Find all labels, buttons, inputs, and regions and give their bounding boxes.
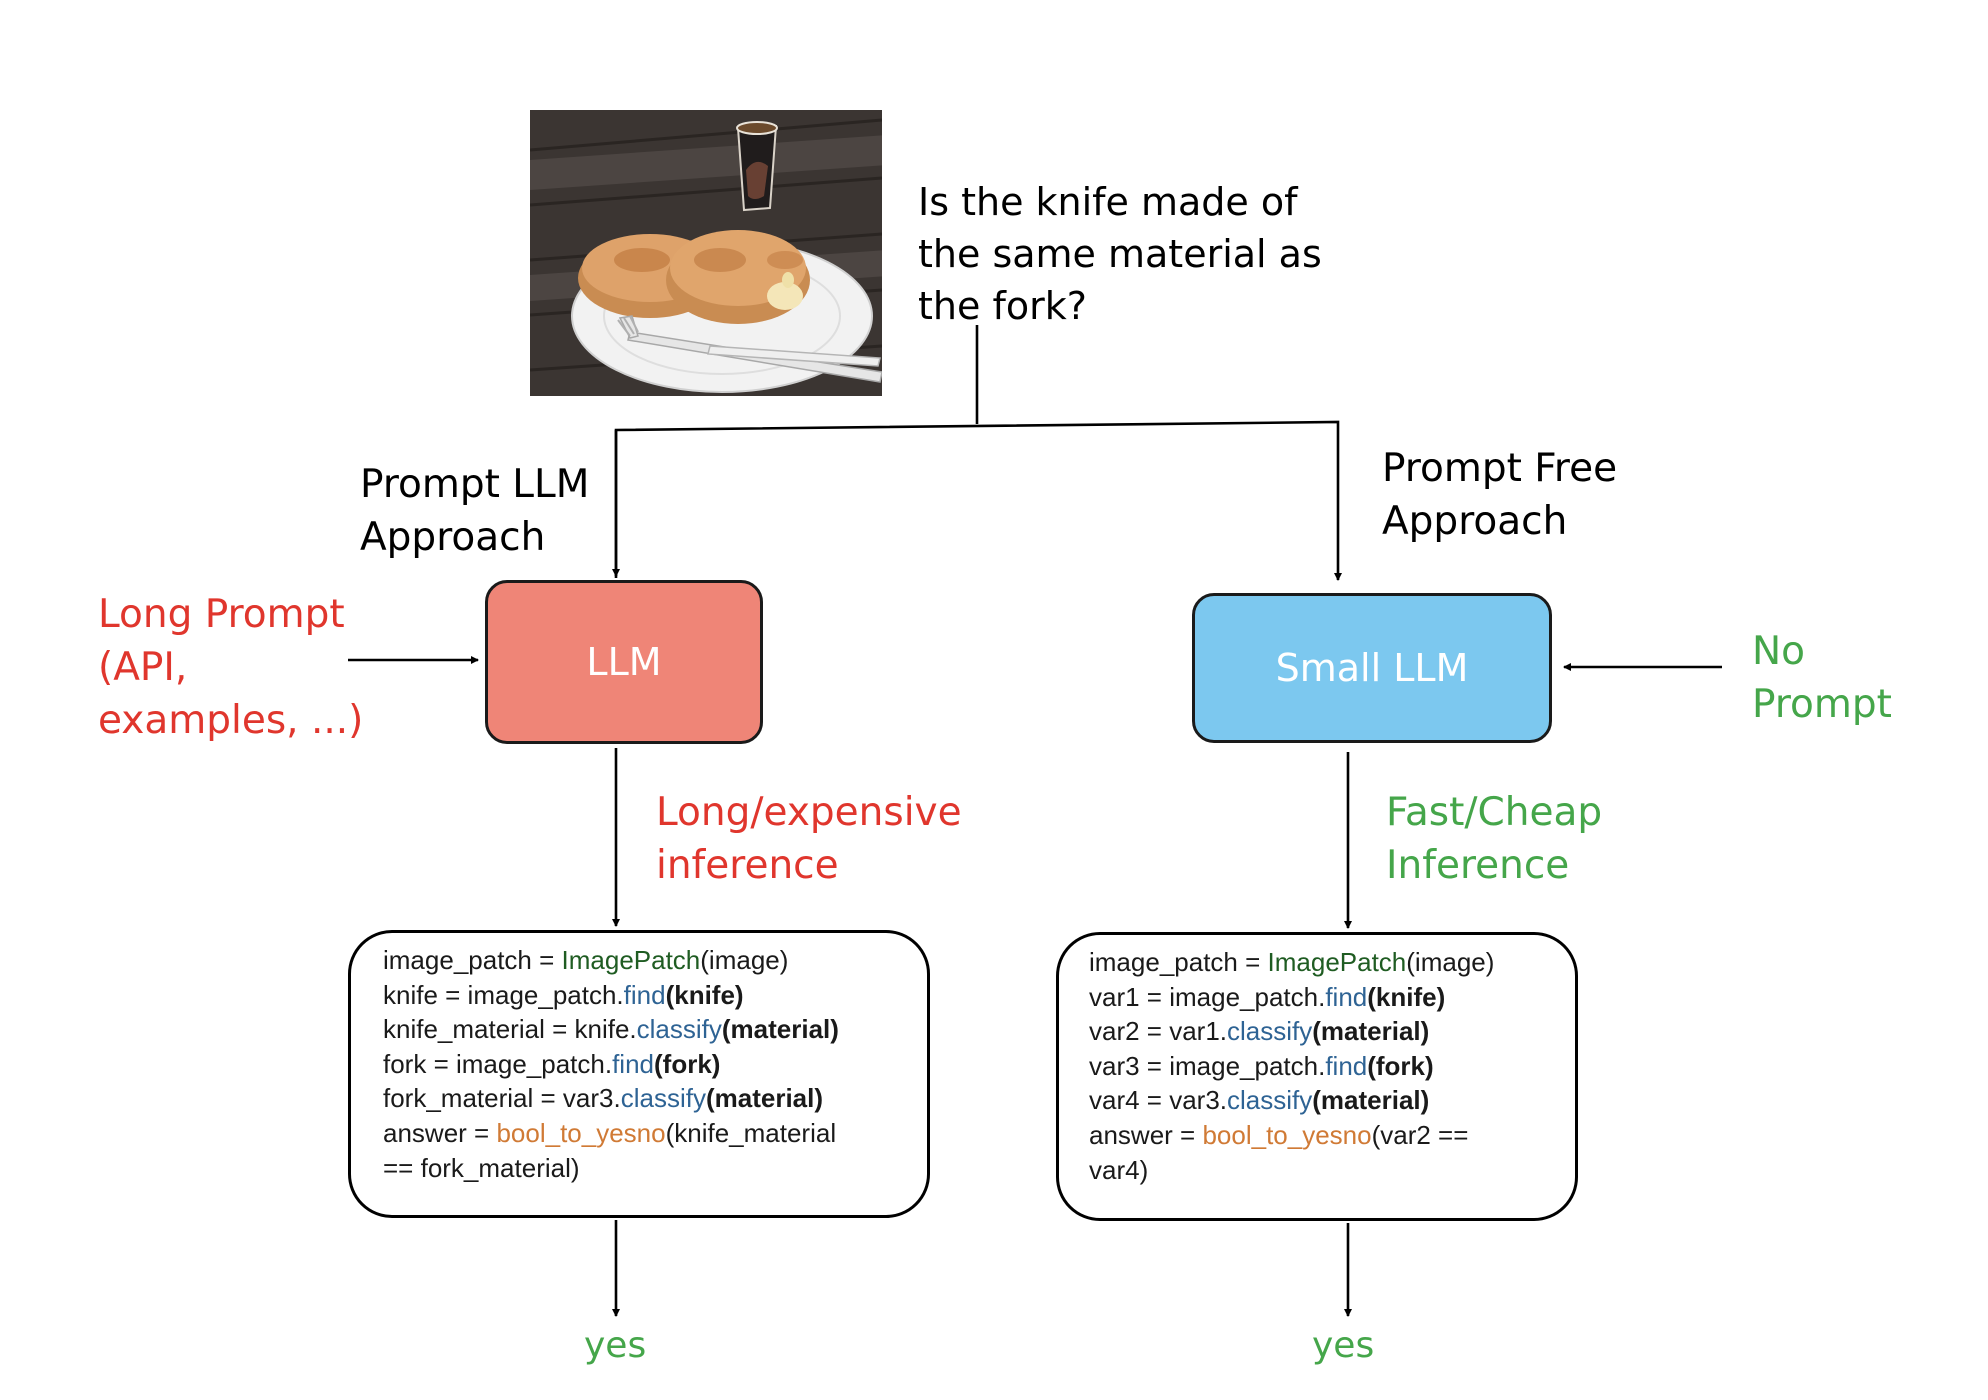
code-token: (fork) (654, 1048, 721, 1079)
code-token: (knife_material (665, 1117, 837, 1148)
code-token: == fork_material) (383, 1152, 580, 1183)
code-token: (fork) (1367, 1050, 1434, 1081)
code-token: var4 = var3. (1089, 1085, 1228, 1116)
code-line: fork_material = var3.classify(material) (383, 1081, 907, 1116)
code-token: classify (1227, 1085, 1313, 1116)
long-prompt-note-line: Long Prompt (98, 592, 345, 637)
code-line: image_patch = ImagePatch(image) (1089, 945, 1561, 980)
code-line: var4) (1089, 1153, 1561, 1188)
cheap-inference-note: Fast/Cheap Inference (1386, 786, 1706, 892)
cheap-inference-note-line: Inference (1386, 843, 1570, 888)
no-prompt-note: No Prompt (1752, 625, 1932, 731)
small-llm-program-box: image_patch = ImagePatch(image)var1 = im… (1056, 932, 1578, 1221)
llm-program-box: image_patch = ImagePatch(image)knife = i… (348, 930, 930, 1218)
code-token: knife = image_patch. (383, 979, 624, 1010)
code-token: classify (1227, 1016, 1313, 1047)
code-line: var1 = image_patch.find(knife) (1089, 980, 1561, 1015)
code-token: (image) (1406, 947, 1495, 977)
llm-box-label: LLM (586, 640, 662, 684)
code-token: fork = image_patch. (383, 1048, 613, 1079)
code-token: (image) (700, 945, 789, 975)
code-line: knife_material = knife.classify(material… (383, 1012, 907, 1047)
code-line: answer = bool_to_yesno(knife_material (383, 1116, 907, 1151)
small-llm-answer: yes (1312, 1325, 1375, 1366)
code-token: find (1325, 981, 1368, 1012)
code-token: classify (636, 1014, 722, 1045)
code-token: (material) (721, 1014, 839, 1045)
question-text: Is the knife made of the same material a… (918, 180, 1322, 328)
code-token: var4) (1089, 1154, 1149, 1185)
code-token: ImagePatch (561, 945, 701, 975)
code-token: find (623, 979, 666, 1010)
code-token: (knife) (665, 979, 744, 1010)
code-token: find (612, 1048, 654, 1079)
expensive-inference-note: Long/expensive inference (656, 786, 976, 892)
code-token: var1 = image_patch. (1089, 981, 1326, 1012)
small-llm-box: Small LLM (1192, 593, 1552, 743)
long-prompt-note: Long Prompt (API, examples, ...) (98, 588, 378, 747)
code-token: classify (620, 1083, 706, 1114)
left-approach-heading-line: Prompt LLM (360, 462, 590, 507)
expensive-inference-note-line: Long/expensive (656, 790, 962, 835)
code-token: answer = (383, 1117, 497, 1148)
llm-box: LLM (485, 580, 763, 744)
code-token: (material) (1312, 1016, 1430, 1047)
long-prompt-note-line: examples, ...) (98, 698, 364, 743)
code-token: fork_material = var3. (383, 1083, 621, 1114)
right-approach-heading: Prompt Free Approach (1382, 442, 1682, 548)
code-line: == fork_material) (383, 1151, 907, 1186)
code-line: var3 = image_patch.find(fork) (1089, 1049, 1561, 1084)
code-token: image_patch = (383, 945, 562, 975)
code-token: (knife) (1367, 981, 1446, 1012)
right-approach-heading-line: Approach (1382, 499, 1568, 544)
code-line: knife = image_patch.find(knife) (383, 978, 907, 1013)
expensive-inference-note-line: inference (656, 843, 839, 888)
code-token: find (1325, 1050, 1368, 1081)
right-approach-heading-line: Prompt Free (1382, 446, 1618, 491)
code-token: knife_material = knife. (383, 1014, 637, 1045)
code-token: bool_to_yesno (1202, 1119, 1372, 1150)
code-token: var3 = image_patch. (1089, 1050, 1326, 1081)
pancake-photo (530, 110, 882, 396)
small-llm-box-label: Small LLM (1275, 646, 1469, 690)
code-line: answer = bool_to_yesno(var2 == (1089, 1118, 1561, 1153)
code-line: image_patch = ImagePatch(image) (383, 943, 907, 978)
code-token: (material) (705, 1083, 824, 1114)
code-line: var4 = var3.classify(material) (1089, 1083, 1561, 1118)
split-line (614, 420, 1342, 581)
no-prompt-note-line: Prompt (1752, 682, 1892, 727)
code-token: ImagePatch (1267, 947, 1407, 977)
cheap-inference-note-line: Fast/Cheap (1386, 790, 1603, 835)
long-prompt-note-line: (API, (98, 645, 188, 690)
code-line: var2 = var1.classify(material) (1089, 1014, 1561, 1049)
left-approach-heading-line: Approach (360, 515, 546, 560)
code-token: answer = (1089, 1119, 1203, 1150)
code-token: var2 = var1. (1089, 1016, 1228, 1047)
llm-answer: yes (584, 1325, 647, 1366)
left-approach-heading: Prompt LLM Approach (360, 458, 640, 564)
no-prompt-note-line: No (1752, 629, 1806, 674)
code-token: (var2 == (1371, 1119, 1469, 1150)
code-line: fork = image_patch.find(fork) (383, 1047, 907, 1082)
code-token: (material) (1312, 1085, 1430, 1116)
code-token: bool_to_yesno (496, 1117, 666, 1148)
code-token: image_patch = (1089, 947, 1268, 977)
